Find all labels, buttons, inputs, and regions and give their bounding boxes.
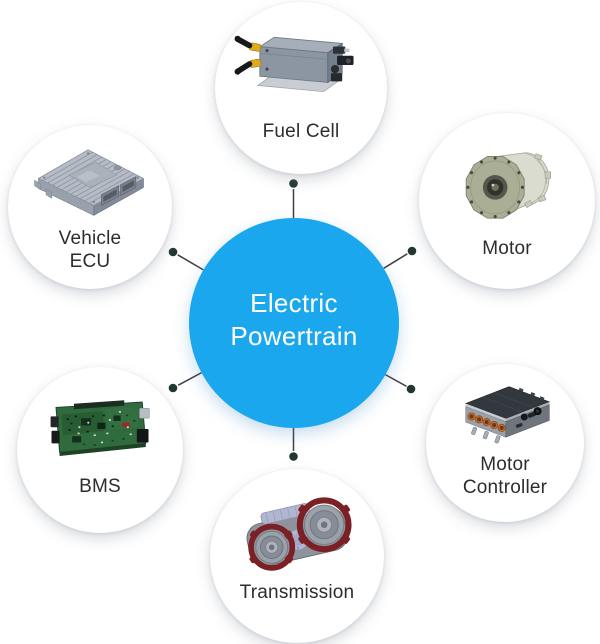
connector-line-motor	[383, 253, 408, 269]
node-label-bms: BMS	[79, 476, 121, 497]
node-label-motor-controller: Motor Controller	[462, 454, 548, 498]
bms-image	[50, 400, 150, 456]
motor-image	[465, 152, 551, 219]
connector-dot-bms	[168, 383, 178, 393]
node-label-transmission: Transmission	[239, 582, 355, 603]
node-fuel-cell: Fuel Cell	[215, 2, 387, 174]
connector-dot-motor	[407, 246, 417, 256]
fuel-cell-image	[234, 35, 354, 93]
hub-electric-powertrain: Electric Powertrain	[189, 218, 399, 428]
motor-controller-image	[464, 386, 551, 444]
connector-line-motor-controller	[385, 373, 407, 388]
connector-dot-motor-controller	[406, 384, 416, 394]
node-transmission: Transmission	[210, 469, 384, 643]
hub-label: Electric Powertrain	[230, 288, 358, 351]
transmission-image	[246, 497, 352, 571]
connector-dot-fuel-cell	[289, 179, 298, 188]
node-label-motor: Motor	[482, 238, 532, 259]
node-vehicle-ecu: Vehicle ECU	[8, 125, 172, 289]
vehicle-ecu-image	[34, 149, 145, 216]
connector-line-vehicle-ecu	[177, 254, 204, 271]
node-bms: BMS	[17, 367, 183, 533]
connector-dot-transmission	[289, 452, 298, 461]
connector-line-bms	[177, 372, 202, 386]
node-motor-controller: Motor Controller	[426, 364, 584, 522]
node-label-vehicle-ecu: Vehicle ECU	[58, 228, 122, 272]
node-motor: Motor	[419, 113, 595, 289]
node-label-fuel-cell: Fuel Cell	[262, 121, 340, 142]
